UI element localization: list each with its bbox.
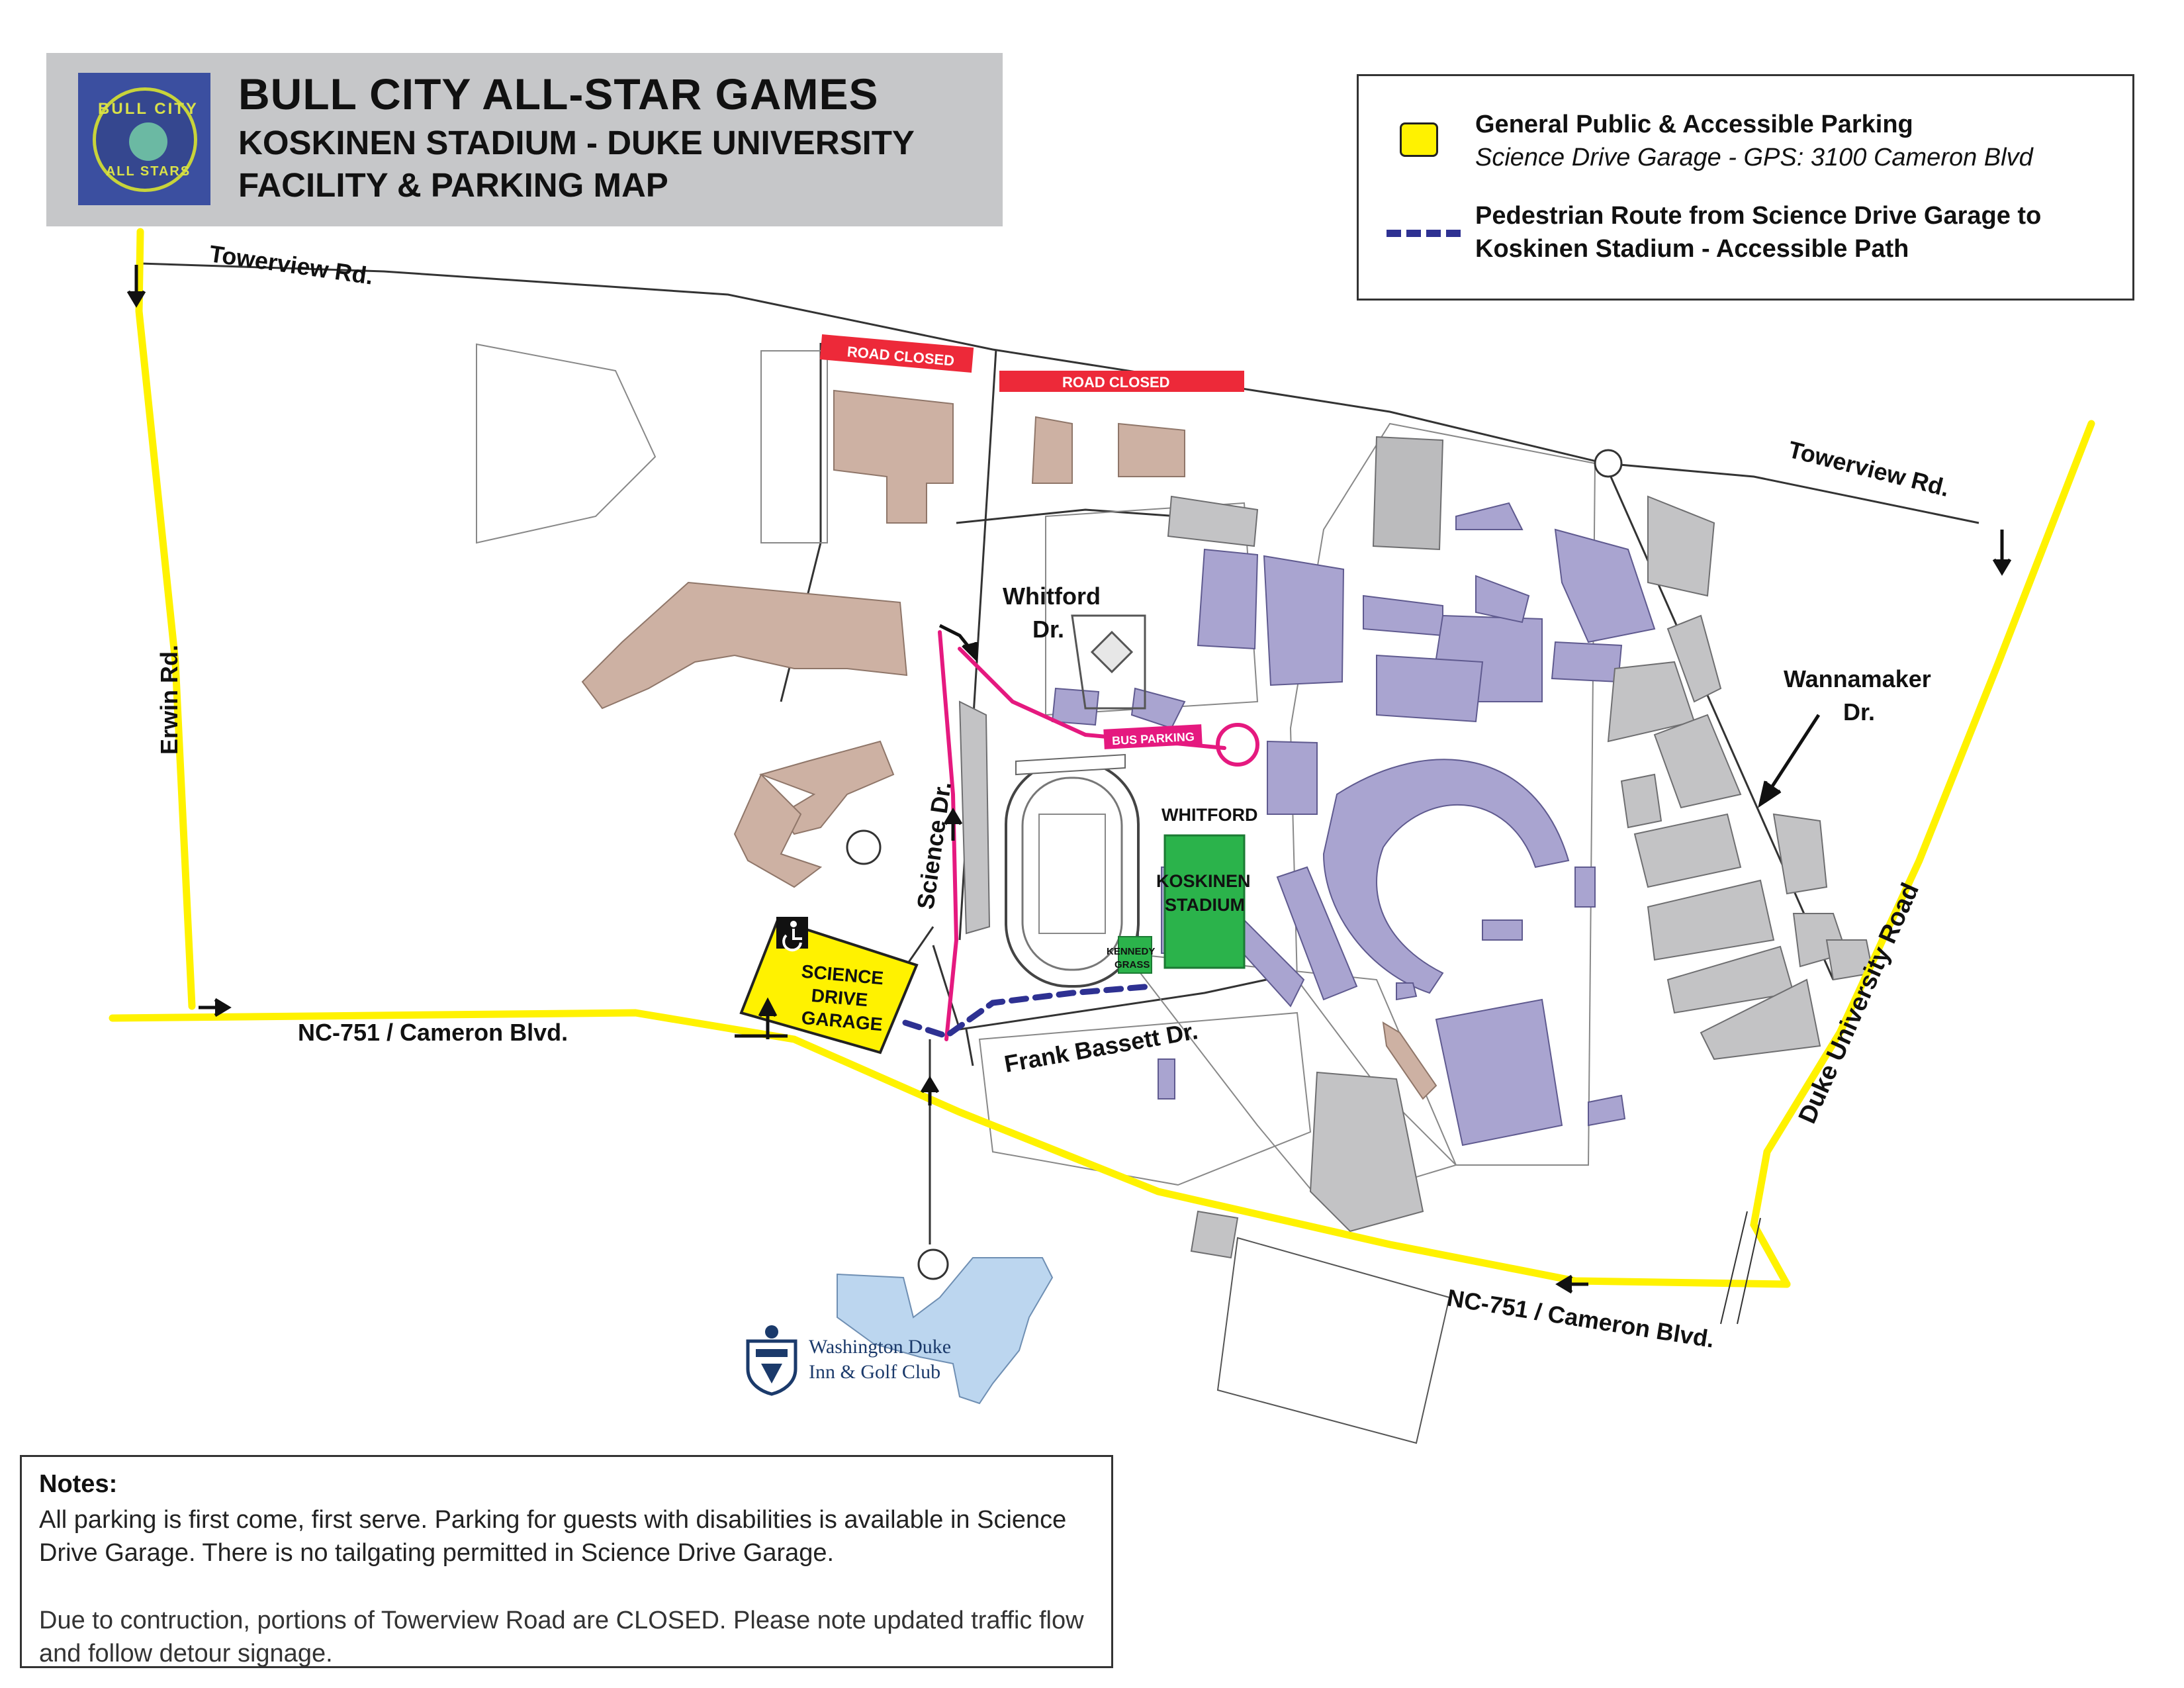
page-title: BULL CITY ALL-STAR GAMES (238, 70, 879, 118)
kennedy-grass-field (1118, 936, 1152, 974)
major-road-edges (1720, 1211, 1761, 1325)
road-label-towerview-west: Towerview Rd. (208, 240, 375, 289)
washington-duke-inn-building (837, 1257, 1054, 1405)
major-roads (109, 228, 2095, 1288)
page-subtitle-2: FACILITY & PARKING MAP (238, 166, 668, 204)
facility-label-kennedy-1: KENNEDY (1107, 946, 1155, 957)
notes-paragraph-2: Due to contruction, portions of Towervie… (39, 1607, 1084, 1667)
legend-route-line2: Koskinen Stadium - Accessible Path (1475, 235, 1909, 263)
map-legend: General Public & Accessible Parking Scie… (1357, 74, 2134, 301)
road-label-wannamaker-2: Dr. (1843, 698, 1876, 726)
road-label-nc751-west: NC-751 / Cameron Blvd. (298, 1019, 568, 1046)
road-label-whitford-1: Whitford (1003, 583, 1101, 610)
notes-heading: Notes: (39, 1470, 118, 1498)
gray-buildings (958, 436, 1874, 1259)
direction-arrow-icon (126, 265, 2012, 1294)
road-closed-bar-2 (999, 371, 1244, 392)
duke-buildings (1051, 502, 1656, 1147)
road-label-erwin: Erwin Rd. (156, 645, 183, 755)
legend-route-line1: Pedestrian Route from Science Drive Gara… (1475, 202, 2042, 230)
inn-line2: Inn & Golf Club (809, 1361, 941, 1383)
road-closures (819, 334, 1244, 392)
bus-parking-bar (1103, 724, 1203, 749)
logo-text-top: BULL CITY (98, 100, 199, 118)
logo-text-bottom: ALL STARS (105, 164, 191, 179)
parking-swatch (1400, 122, 1438, 157)
bull-icon (129, 122, 167, 161)
page-subtitle-1: KOSKINEN STADIUM - DUKE UNIVERSITY (238, 124, 915, 162)
inn-line1: Washington Duke (809, 1336, 952, 1358)
baseball-diamond-icon (1071, 614, 1146, 710)
map-header: BULL CITY ALL STARS BULL CITY ALL-STAR G… (46, 53, 1003, 226)
pedestrian-route (902, 983, 1155, 1039)
road-closed-bar-1 (819, 334, 974, 373)
science-drive-garage (739, 917, 919, 1055)
koskinen-field (1163, 834, 1246, 969)
pedestrian-route-swatch (1387, 230, 1461, 237)
road-label-science-dr: Science Dr. (911, 780, 956, 911)
facility-label-koskinen-2: STADIUM (1165, 895, 1245, 915)
facility-label-whitford: WHITFORD (1161, 805, 1257, 825)
road-label-wannamaker-1: Wannamaker (1784, 665, 1931, 692)
garage-label-2: DRIVE (811, 985, 869, 1010)
crest-icon (746, 1325, 797, 1396)
notes-box: Notes: All parking is first come, first … (20, 1455, 1113, 1668)
track-complex (1005, 753, 1246, 988)
roundabout-icon (846, 449, 1623, 1280)
bull-city-logo: BULL CITY ALL STARS (78, 73, 210, 205)
washington-duke-inn-logo: Washington Duke Inn & Golf Club (736, 1317, 974, 1403)
road-label-whitford-2: Dr. (1032, 616, 1065, 643)
legend-parking-subtitle: Science Drive Garage - GPS: 3100 Cameron… (1475, 144, 2033, 171)
road-label-nc751-east: NC-751 / Cameron Blvd. (1445, 1284, 1717, 1352)
legend-parking-title: General Public & Accessible Parking (1475, 111, 1913, 138)
road-closed-label-2: ROAD CLOSED (1062, 374, 1170, 391)
notes-paragraph-1: All parking is first come, first serve. … (39, 1506, 1067, 1567)
facility-label-kennedy-2: GRASS (1115, 959, 1150, 970)
road-label-towerview-east: Towerview Rd. (1786, 436, 1952, 502)
tan-buildings (581, 389, 1437, 1100)
facility-label-koskinen-1: KOSKINEN (1156, 871, 1251, 891)
